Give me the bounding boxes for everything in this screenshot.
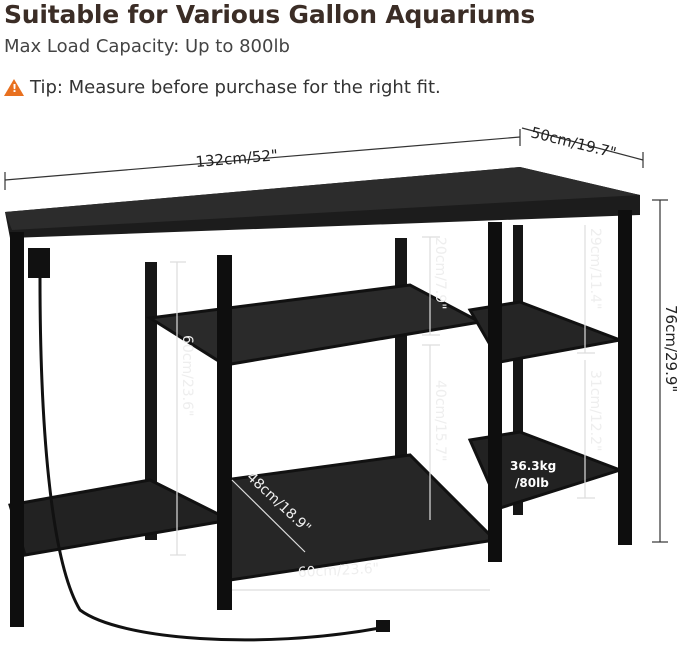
inner-dimension-lines	[170, 225, 595, 591]
height-label: 76cm/29.9"	[662, 305, 679, 392]
right-upper-gap-label: 29cm/11.4"	[587, 228, 603, 309]
load-weight-line1: 36.3kg	[510, 459, 556, 473]
warning-triangle-icon: !	[4, 79, 24, 96]
tip-text: Tip: Measure before purchase for the rig…	[30, 77, 441, 98]
load-capacity: Max Load Capacity: Up to 800lb	[4, 36, 290, 57]
right-lower-gap-label: 31cm/12.2"	[587, 370, 603, 451]
left-height-label: 60cm/23.6"	[179, 335, 195, 416]
dimension-lines	[4, 127, 668, 543]
middle-lower-gap-label: 40cm/15.7"	[432, 380, 448, 461]
tip: ! Tip: Measure before purchase for the r…	[4, 77, 441, 98]
page-title: Suitable for Various Gallon Aquariums	[4, 0, 536, 29]
load-weight-line2: /80lb	[515, 476, 549, 490]
depth-label: 50cm/19.7"	[529, 123, 618, 162]
top-shelf-gap-label: 20cm/7.9"	[432, 237, 448, 310]
tv-stand	[5, 167, 640, 642]
shelf-width-label: 60cm/23.6"	[297, 561, 379, 581]
length-label: 132cm/52"	[195, 146, 279, 171]
